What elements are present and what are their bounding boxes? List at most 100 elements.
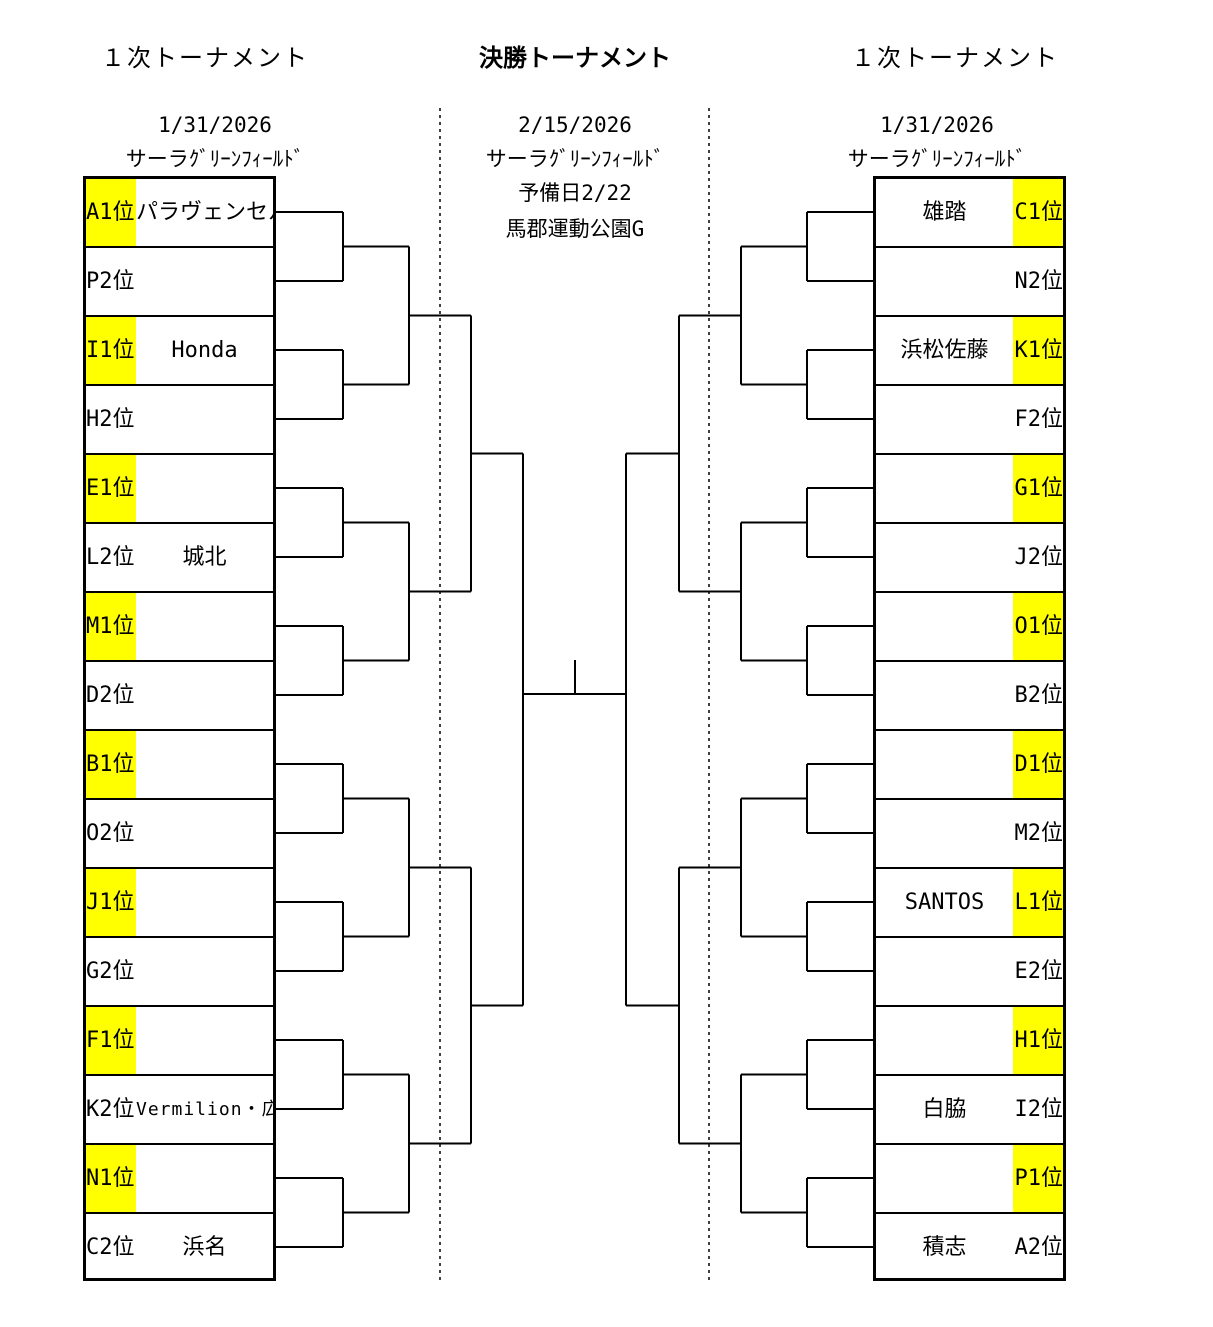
right-seed-label: M2位 — [1014, 821, 1064, 846]
right-team-name — [876, 1007, 1013, 1074]
left-bracket-slot: J1位 — [86, 869, 273, 938]
left-team-name: 城北 — [182, 545, 227, 570]
right-date: 1/31/2026 — [880, 113, 994, 137]
right-venue: サーラｸﾞﾘｰﾝﾌｨｰﾙﾄﾞ — [847, 147, 1027, 171]
right-section-title: １次トーナメント — [851, 44, 1059, 72]
left-seed-label: B1位 — [86, 731, 136, 798]
center-section-title: 決勝トーナメント — [479, 44, 671, 72]
right-seed-label: N2位 — [1014, 269, 1064, 294]
left-seed-label: O2位 — [86, 821, 135, 846]
right-bracket-slot: J2位 — [876, 524, 1063, 593]
left-seed-label: G2位 — [86, 959, 135, 984]
right-bracket-slot: 雄踏 C1位 — [876, 179, 1063, 248]
left-seed-label: F1位 — [86, 1007, 136, 1074]
left-seed-column: A1位パラヴェンセルP2位I1位HondaH2位E1位L2位城北M1位D2位B1… — [83, 176, 276, 1281]
left-seed-label: J1位 — [86, 869, 136, 936]
left-team-name: Honda — [171, 338, 238, 363]
right-bracket-slot: N2位 — [876, 248, 1063, 317]
left-section-title: １次トーナメント — [101, 44, 309, 72]
right-team-name — [876, 731, 1013, 798]
left-team-name — [136, 938, 273, 1005]
right-team-name: 雄踏 — [922, 200, 967, 225]
left-bracket-slot: O2位 — [86, 800, 273, 869]
right-bracket-slot: O1位 — [876, 593, 1063, 662]
left-venue: サーラｸﾞﾘｰﾝﾌｨｰﾙﾄﾞ — [125, 147, 305, 171]
left-seed-label: N1位 — [86, 1145, 136, 1212]
left-bracket-slot: M1位 — [86, 593, 273, 662]
right-bracket-slot: M2位 — [876, 800, 1063, 869]
left-seed-label: H2位 — [86, 407, 135, 432]
left-team-name — [136, 731, 273, 798]
left-bracket-slot: F1位 — [86, 1007, 273, 1076]
right-seed-label: B2位 — [1014, 683, 1064, 708]
right-team-name — [876, 1145, 1013, 1212]
left-seed-label: K2位 — [86, 1097, 135, 1122]
left-team-name — [136, 662, 273, 729]
reserve-venue: 馬郡運動公園G — [505, 217, 645, 241]
right-bracket-slot: F2位 — [876, 386, 1063, 455]
right-bracket-slot: B2位 — [876, 662, 1063, 731]
right-bracket-slot: 白脇 I2位 — [876, 1076, 1063, 1145]
left-seed-label: L2位 — [86, 545, 135, 570]
left-date: 1/31/2026 — [158, 113, 272, 137]
left-seed-label: D2位 — [86, 683, 135, 708]
final-venue: サーラｸﾞﾘｰﾝﾌｨｰﾙﾄﾞ — [485, 147, 665, 171]
left-team-name: パラヴェンセル — [136, 200, 273, 225]
left-bracket-slot: D2位 — [86, 662, 273, 731]
right-seed-label: P1位 — [1013, 1145, 1063, 1212]
final-date: 2/15/2026 — [518, 113, 632, 137]
right-team-name — [876, 938, 1013, 1005]
right-seed-label: I2位 — [1014, 1097, 1064, 1122]
left-team-name: Vermilion・広沢 — [136, 1099, 273, 1120]
left-team-name — [136, 869, 273, 936]
right-team-name: SANTOS — [904, 890, 985, 915]
left-bracket-slot: A1位パラヴェンセル — [86, 179, 273, 248]
right-seed-label: E2位 — [1014, 959, 1064, 984]
right-bracket-slot: P1位 — [876, 1145, 1063, 1214]
left-team-name — [136, 1145, 273, 1212]
left-seed-label: M1位 — [86, 593, 136, 660]
right-bracket-slot: 積志 A2位 — [876, 1214, 1063, 1283]
reserve-date: 予備日2/22 — [518, 181, 632, 205]
right-seed-label: A2位 — [1014, 1235, 1064, 1260]
left-seed-label: E1位 — [86, 455, 136, 522]
left-team-name: 浜名 — [182, 1235, 227, 1260]
right-team-name — [876, 248, 1013, 315]
left-seed-label: A1位 — [86, 179, 136, 246]
right-team-name — [876, 386, 1013, 453]
right-team-name — [876, 800, 1013, 867]
right-bracket-slot: G1位 — [876, 455, 1063, 524]
right-seed-label: C1位 — [1013, 179, 1063, 246]
left-bracket-slot: E1位 — [86, 455, 273, 524]
right-team-name — [876, 455, 1013, 522]
right-team-name: 積志 — [922, 1235, 967, 1260]
left-bracket-slot: C2位 浜名 — [86, 1214, 273, 1283]
right-team-name: 白脇 — [922, 1097, 967, 1122]
left-bracket-slot: B1位 — [86, 731, 273, 800]
left-bracket-slot: L2位 城北 — [86, 524, 273, 593]
right-bracket-slot: H1位 — [876, 1007, 1063, 1076]
right-seed-label: O1位 — [1013, 593, 1063, 660]
left-seed-label: C2位 — [86, 1235, 135, 1260]
right-bracket-slot: E2位 — [876, 938, 1063, 1007]
right-bracket-slot: SANTOS L1位 — [876, 869, 1063, 938]
left-team-name — [136, 593, 273, 660]
left-team-name — [136, 1007, 273, 1074]
right-bracket-slot: D1位 — [876, 731, 1063, 800]
left-team-name — [136, 386, 273, 453]
right-seed-label: K1位 — [1013, 317, 1063, 384]
left-bracket-slot: N1位 — [86, 1145, 273, 1214]
right-team-name — [876, 662, 1013, 729]
left-team-name — [136, 455, 273, 522]
right-seed-label: F2位 — [1014, 407, 1064, 432]
left-bracket-slot: P2位 — [86, 248, 273, 317]
right-team-name — [876, 593, 1013, 660]
right-seed-label: D1位 — [1013, 731, 1063, 798]
left-bracket-slot: H2位 — [86, 386, 273, 455]
right-seed-label: L1位 — [1013, 869, 1063, 936]
